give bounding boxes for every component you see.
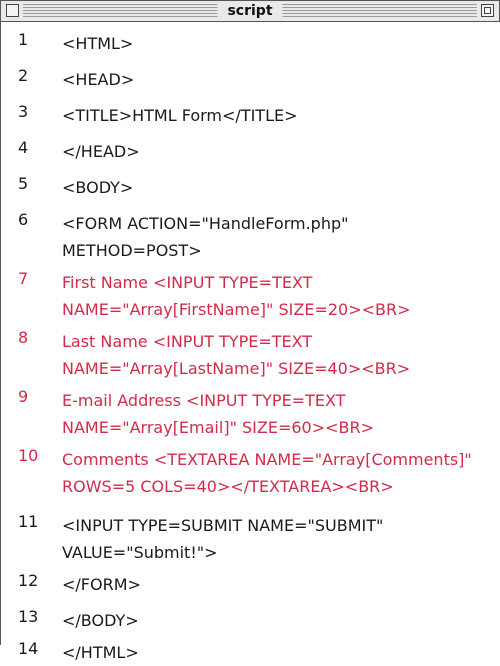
- line-number: 13: [18, 607, 39, 626]
- code-text: </FORM>: [62, 575, 141, 594]
- title-bar[interactable]: script: [0, 0, 500, 22]
- line-number: 6: [18, 210, 29, 229]
- line-number: 2: [18, 66, 29, 85]
- code-text: </BODY>: [62, 611, 139, 630]
- line-number: 10: [18, 446, 39, 465]
- line-number: 4: [18, 138, 29, 157]
- line-number: 9: [18, 387, 29, 406]
- line-number: 8: [18, 328, 29, 347]
- line-number: 5: [18, 174, 29, 193]
- code-text: <INPUT TYPE=SUBMIT NAME="SUBMIT"VALUE="S…: [62, 516, 384, 562]
- close-box-icon[interactable]: [6, 4, 19, 17]
- code-text: <BODY>: [62, 178, 134, 197]
- code-text: </HTML>: [62, 643, 139, 662]
- content-border: [0, 22, 1, 645]
- code-text: </HEAD>: [62, 142, 140, 161]
- zoom-box-icon[interactable]: [481, 4, 494, 17]
- code-text: <HEAD>: [62, 70, 135, 89]
- line-number: 12: [18, 571, 39, 590]
- line-number: 14: [18, 639, 39, 658]
- code-text: <FORM ACTION="HandleForm.php"METHOD=POST…: [62, 214, 349, 260]
- line-number: 1: [18, 30, 29, 49]
- code-text: <TITLE>HTML Form</TITLE>: [62, 106, 298, 125]
- window-title: script: [217, 2, 283, 20]
- code-text: <HTML>: [62, 34, 134, 53]
- line-number: 7: [18, 269, 29, 288]
- line-number: 3: [18, 102, 29, 121]
- line-number: 11: [18, 512, 39, 531]
- code-text: Comments <TEXTAREA NAME="Array[Comments]…: [62, 450, 472, 496]
